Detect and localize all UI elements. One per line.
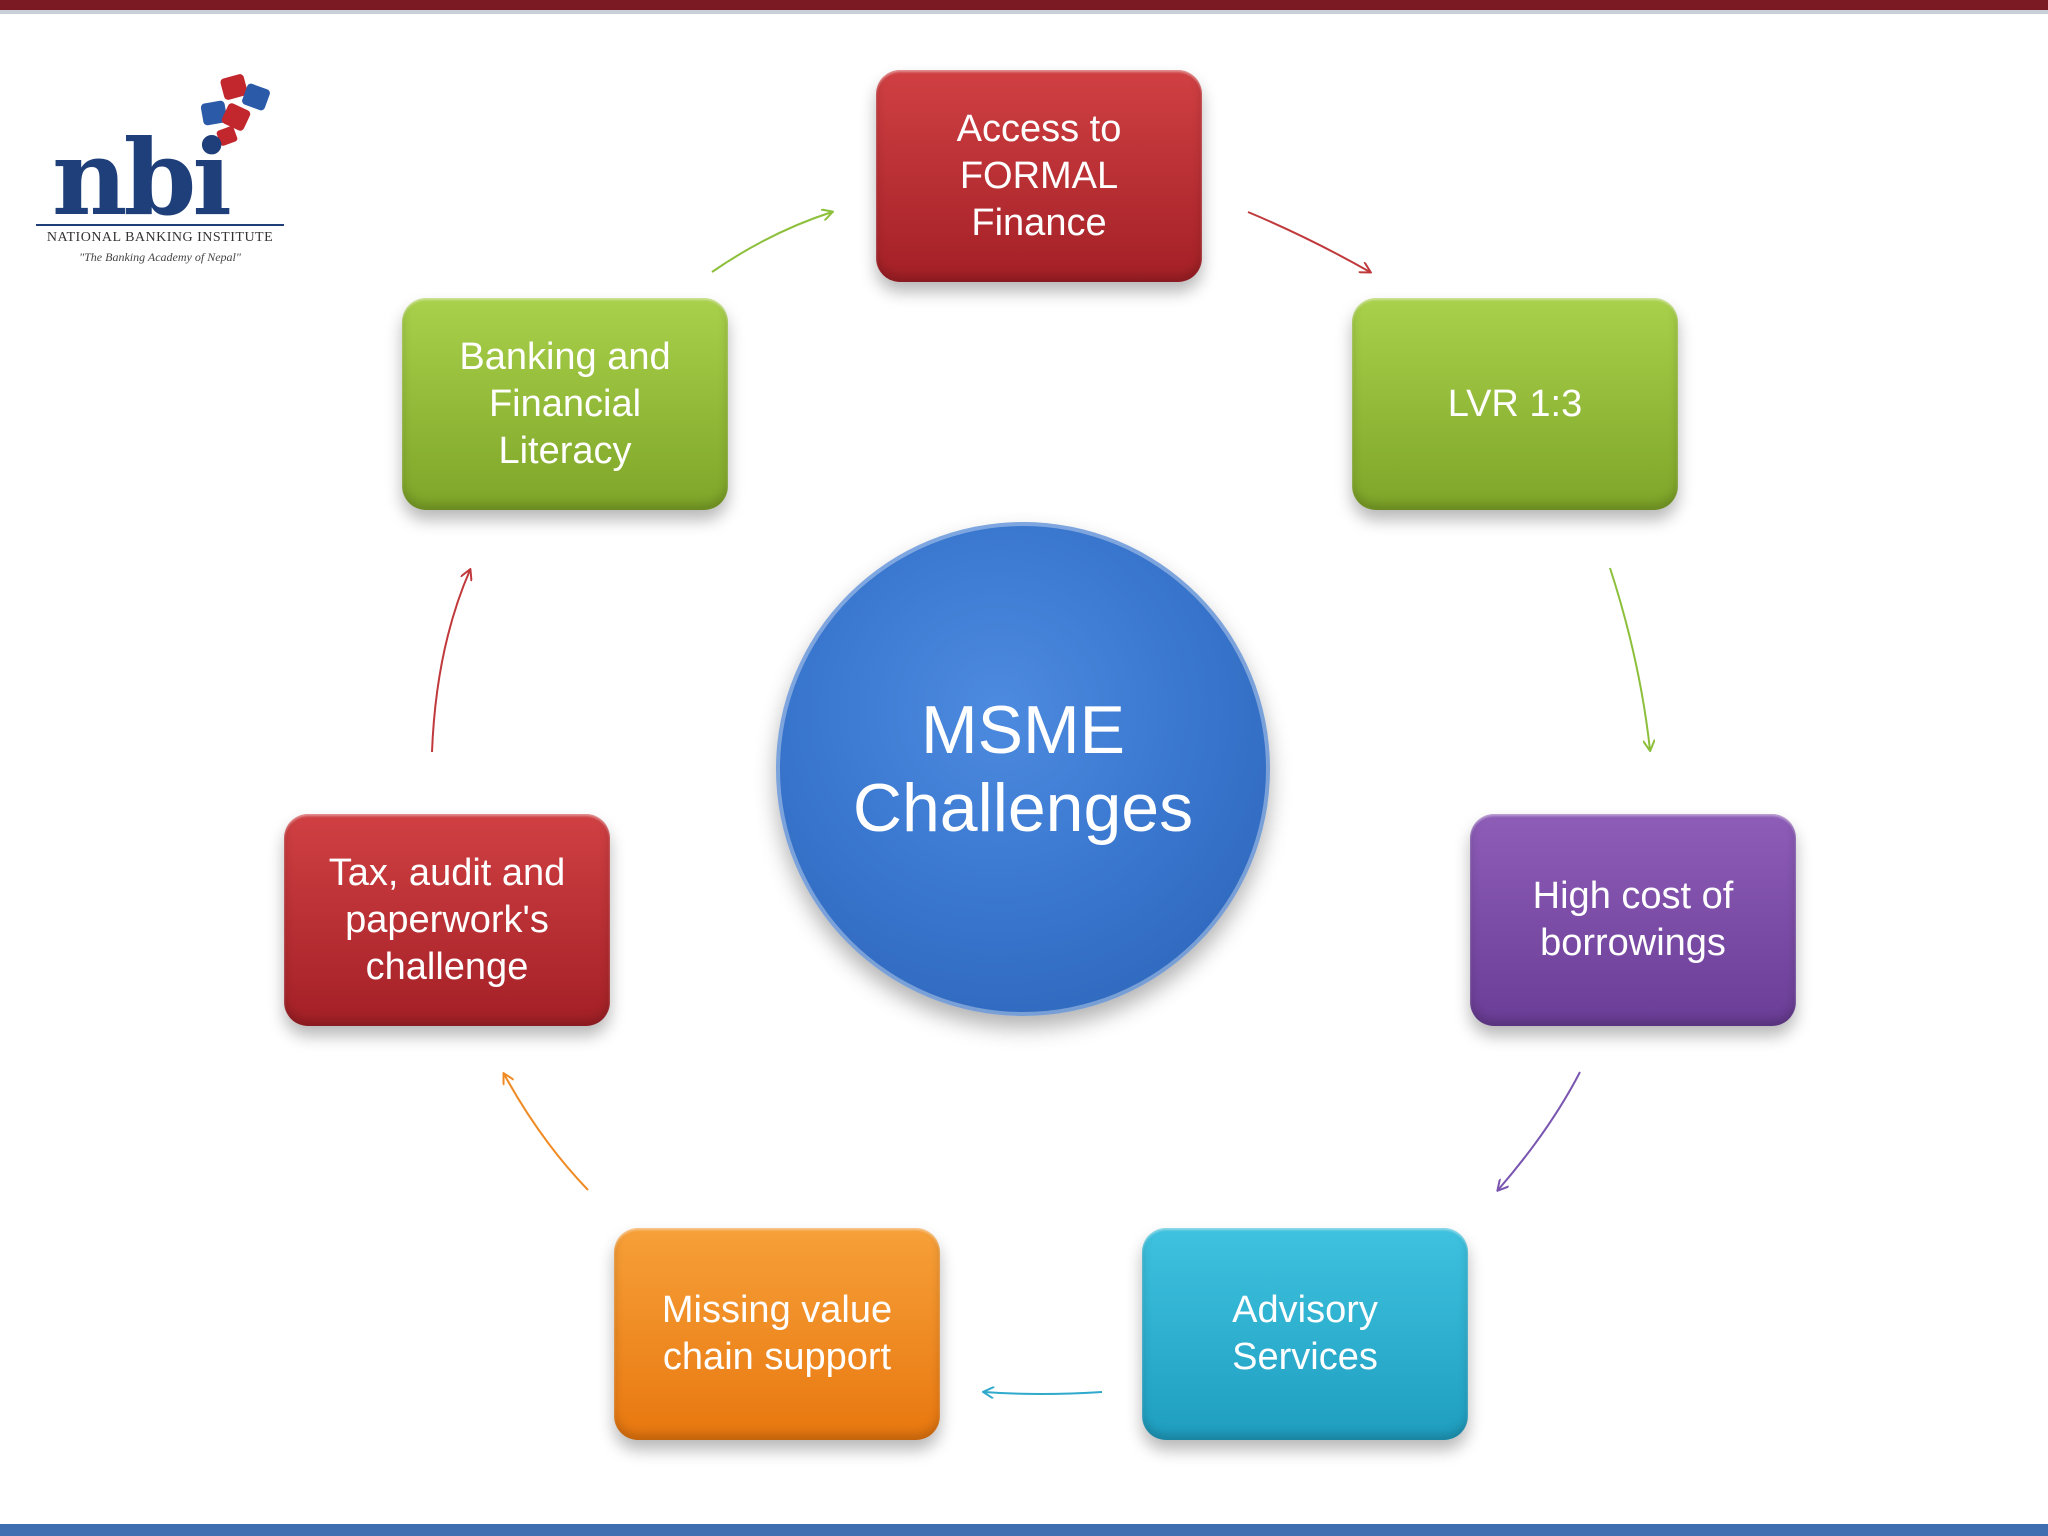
arrow-lvr-to-cost [1609, 567, 1650, 750]
node-tax-audit-paperwork: Tax, audit and paperwork's challenge [284, 814, 610, 1026]
arrow-advisory-to-value-chain [984, 1392, 1103, 1394]
nbi-logo: nbi NATIONAL BANKING INSTITUTE "The Bank… [30, 72, 290, 272]
node-access-to-formal-finance: Access to FORMAL Finance [876, 70, 1202, 282]
arrow-literacy-to-access [711, 212, 832, 273]
logo-wordmark: nbi [52, 116, 232, 239]
node-label: Tax, audit and paperwork's challenge [328, 851, 566, 988]
arrow-value-chain-to-tax [504, 1074, 589, 1191]
arrow-access-to-lvr [1247, 211, 1370, 272]
puzzle-icon [200, 74, 270, 146]
logo-institute-name: NATIONAL BANKING INSTITUTE [46, 230, 274, 245]
node-label: LVR 1:3 [1447, 382, 1583, 425]
node-lvr: LVR 1:3 [1352, 298, 1678, 510]
top-accent-line [0, 10, 2048, 14]
bottom-accent-bar [0, 1524, 2048, 1536]
node-label: Access to FORMAL Finance [956, 107, 1122, 244]
node-label: Banking and Financial Literacy [459, 335, 671, 472]
top-accent-bar [0, 0, 2048, 10]
arrow-cost-to-advisory [1498, 1071, 1581, 1190]
center-label: MSME Challenges [852, 692, 1194, 846]
node-advisory-services: Advisory Services [1142, 1228, 1468, 1440]
center-msme-challenges: MSME Challenges [776, 522, 1270, 1016]
node-label: Advisory Services [1232, 1289, 1378, 1378]
logo-tagline: "The Banking Academy of Nepal" [79, 250, 241, 264]
node-high-cost-of-borrowings: High cost of borrowings [1470, 814, 1796, 1026]
logo-divider [36, 224, 284, 226]
node-banking-financial-literacy: Banking and Financial Literacy [402, 298, 728, 510]
arrow-tax-to-literacy [431, 570, 470, 753]
node-label: High cost of borrowings [1532, 875, 1734, 964]
node-label: Missing value chain support [661, 1289, 893, 1378]
node-missing-value-chain-support: Missing value chain support [614, 1228, 940, 1440]
